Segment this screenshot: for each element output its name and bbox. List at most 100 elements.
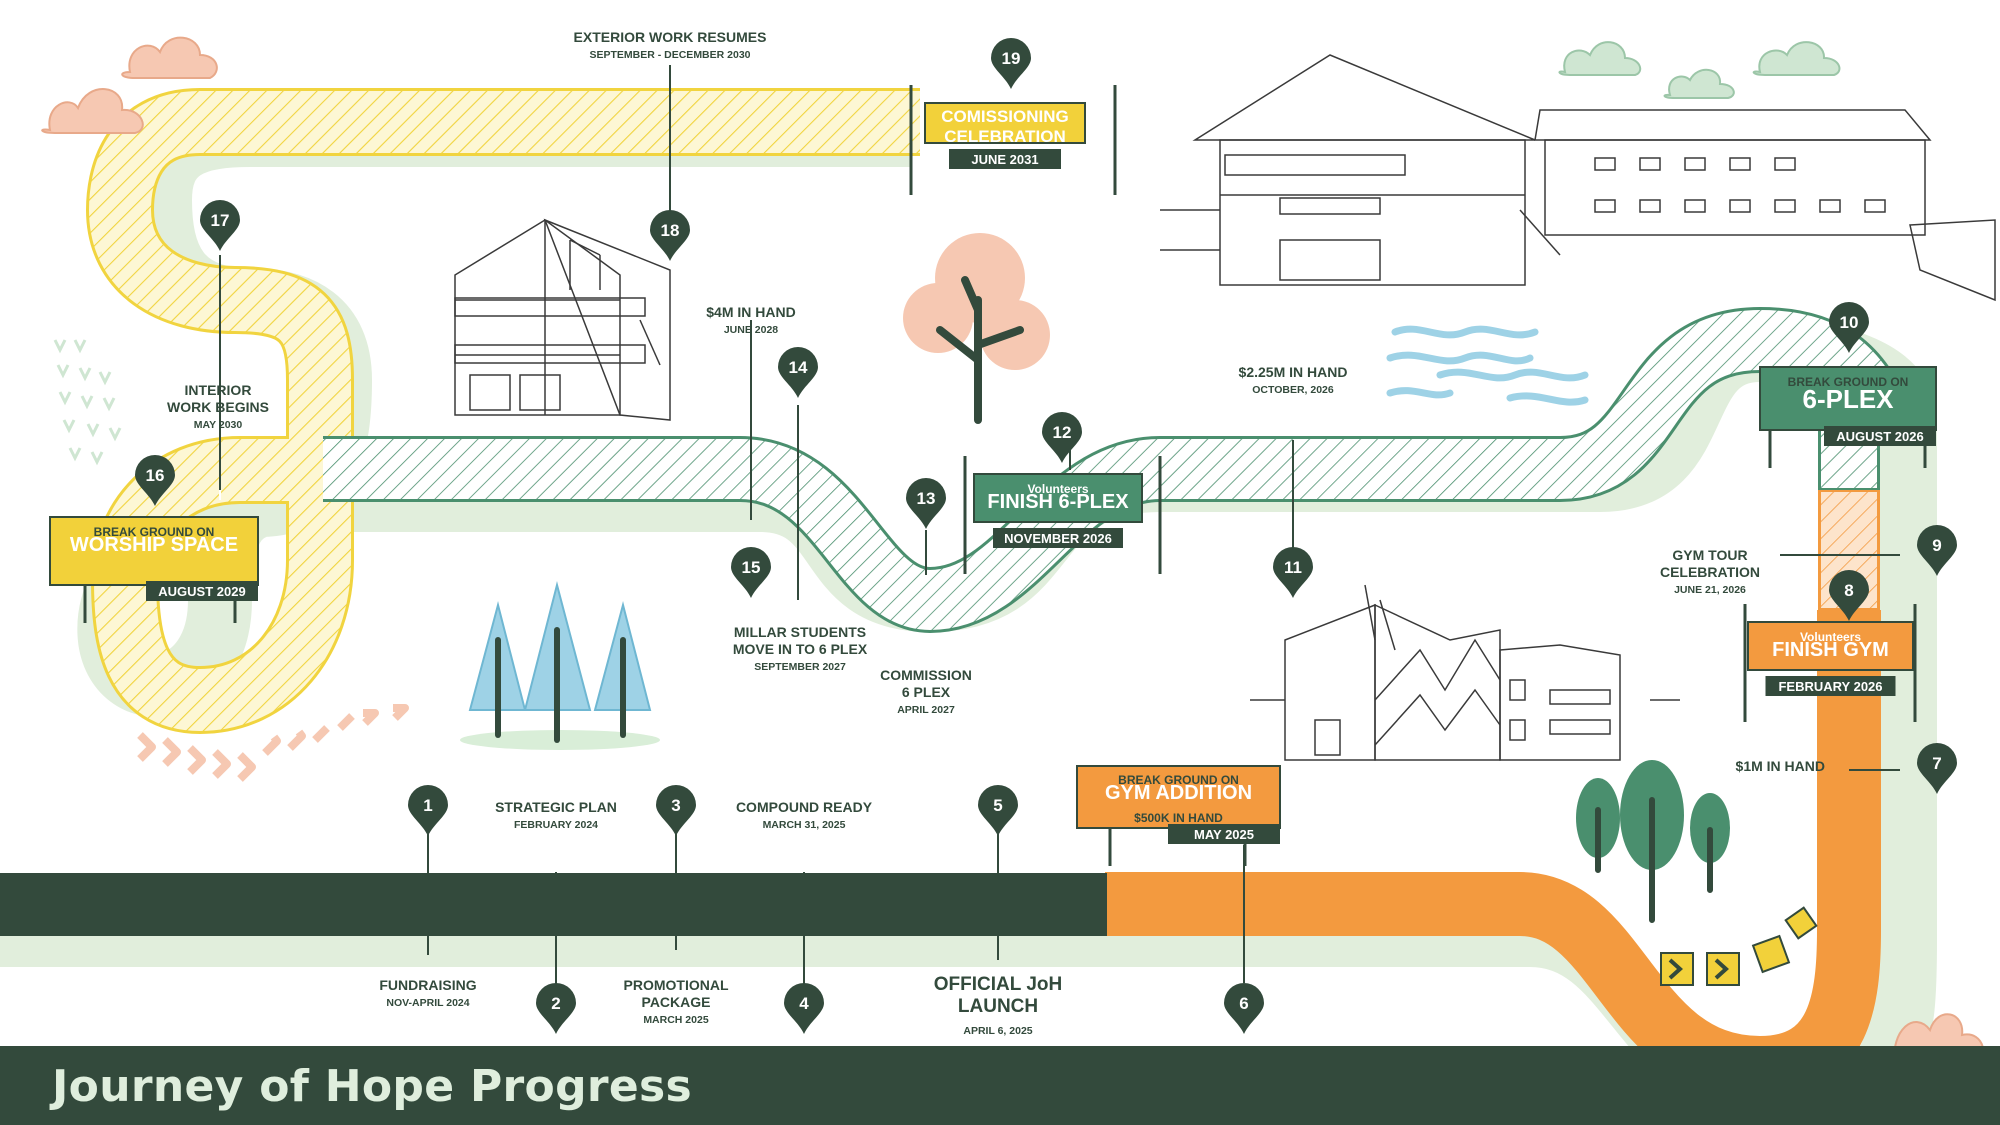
pin-number: 11 bbox=[1284, 558, 1302, 577]
milestone-date: JUNE 21, 2026 bbox=[1674, 584, 1746, 596]
pin-number: 16 bbox=[146, 466, 165, 485]
pin-icon bbox=[1917, 743, 1957, 794]
map-pin-4[interactable]: 4 bbox=[784, 983, 824, 1034]
pin-icon bbox=[1042, 412, 1082, 463]
milestone-title: $1M IN HAND bbox=[1736, 758, 1825, 774]
milestone-title: MILLAR STUDENTS bbox=[734, 624, 866, 640]
milestone-title: PROMOTIONAL bbox=[624, 977, 729, 993]
pin-number: 3 bbox=[671, 796, 680, 815]
pin-icon bbox=[200, 200, 240, 251]
milestone-date: FEBRUARY 2024 bbox=[514, 819, 598, 831]
map-pin-7[interactable]: 7 bbox=[1917, 743, 1957, 794]
pin-icon bbox=[978, 785, 1018, 836]
milestone-label: $1M IN HAND bbox=[1736, 758, 1825, 774]
sign-text: BREAK GROUND ON bbox=[1118, 773, 1239, 787]
pin-number: 19 bbox=[1002, 49, 1021, 68]
sign-text: FINISH 6-PLEX bbox=[987, 491, 1129, 513]
pin-number: 14 bbox=[789, 358, 808, 377]
map-pin-16[interactable]: 16 bbox=[135, 455, 175, 506]
milestone-date: MARCH 31, 2025 bbox=[763, 819, 846, 831]
pin-icon bbox=[536, 983, 576, 1034]
milestone-title: COMPOUND READY bbox=[736, 799, 873, 815]
map-pin-10[interactable]: 10 bbox=[1829, 302, 1869, 353]
sign-text: CELEBRATION bbox=[944, 127, 1066, 146]
map-pin-3[interactable]: 3 bbox=[656, 785, 696, 836]
sign-date: NOVEMBER 2026 bbox=[1004, 531, 1112, 546]
milestone-label: $4M IN HAND JUNE 2028 bbox=[706, 304, 795, 336]
pin-icon bbox=[1917, 525, 1957, 576]
milestone-title: OFFICIAL JoH bbox=[934, 974, 1062, 995]
map-pin-5[interactable]: 5 bbox=[978, 785, 1018, 836]
pin-number: 12 bbox=[1053, 423, 1072, 442]
cloud-icon bbox=[1558, 41, 1841, 99]
milestone-title: $4M IN HAND bbox=[706, 304, 795, 320]
map-pin-15[interactable]: 15 bbox=[731, 547, 771, 598]
building-sketch-6plex bbox=[454, 218, 671, 421]
map-pin-17[interactable]: 17 bbox=[200, 200, 240, 251]
milestone-date: MAY 2030 bbox=[194, 419, 243, 431]
milestone-label: STRATEGIC PLAN FEBRUARY 2024 bbox=[495, 799, 617, 831]
sign-text: COMISSIONING bbox=[941, 107, 1069, 126]
sign-text: Volunteers bbox=[1027, 482, 1088, 496]
pin-icon bbox=[656, 785, 696, 836]
pin-number: 9 bbox=[1932, 536, 1941, 555]
sign-text: FINISH GYM bbox=[1772, 639, 1889, 661]
sign-date-tag bbox=[1824, 426, 1936, 446]
map-pin-9[interactable]: 9 bbox=[1917, 525, 1957, 576]
pin-icon bbox=[778, 347, 818, 398]
milestone-title: 6 PLEX bbox=[902, 684, 951, 700]
building-sketch-gym bbox=[1250, 584, 1680, 761]
map-pin-19[interactable]: 19 bbox=[991, 38, 1031, 89]
map-pin-12[interactable]: 12 bbox=[1042, 412, 1082, 463]
pin-number: 2 bbox=[551, 994, 560, 1013]
sign-text: $500K IN HAND bbox=[1134, 811, 1223, 825]
map-pin-13[interactable]: 13 bbox=[906, 478, 946, 529]
sign-board bbox=[1759, 366, 1937, 431]
pin-icon bbox=[1273, 547, 1313, 598]
pin-number: 13 bbox=[917, 489, 936, 508]
milestone-title: WORK BEGINS bbox=[167, 399, 269, 415]
sign-board bbox=[973, 473, 1143, 523]
milestone-date: APRIL 2027 bbox=[897, 704, 955, 716]
milestone-date: NOV-APRIL 2024 bbox=[386, 997, 469, 1009]
pin-icon bbox=[731, 547, 771, 598]
milestone-date: MARCH 2025 bbox=[643, 1014, 709, 1026]
pin-number: 7 bbox=[1932, 754, 1941, 773]
pin-number: 6 bbox=[1239, 994, 1248, 1013]
chevron-arrows bbox=[137, 704, 409, 782]
sign-board bbox=[924, 102, 1086, 144]
sign-date: JUNE 2031 bbox=[971, 152, 1038, 167]
pin-icon bbox=[1829, 302, 1869, 353]
map-pin-11[interactable]: 11 bbox=[1273, 547, 1313, 598]
milestone-date: JUNE 2028 bbox=[724, 324, 778, 336]
milestone-title: STRATEGIC PLAN bbox=[495, 799, 617, 815]
map-pin-1[interactable]: 1 bbox=[408, 785, 448, 836]
milestone-date: APRIL 6, 2025 bbox=[963, 1025, 1032, 1037]
milestone-title: $2.25M IN HAND bbox=[1239, 364, 1348, 380]
sign-date-tag bbox=[1168, 824, 1280, 844]
map-pin-8[interactable]: 8 bbox=[1829, 570, 1869, 621]
map-pin-6[interactable]: 6 bbox=[1224, 983, 1264, 1034]
curve-warning-signs bbox=[1660, 906, 1818, 986]
pin-icon bbox=[408, 785, 448, 836]
cloud-icon bbox=[41, 36, 218, 134]
pin-number: 5 bbox=[993, 796, 1002, 815]
pin-number: 10 bbox=[1840, 313, 1859, 332]
map-pin-2[interactable]: 2 bbox=[536, 983, 576, 1034]
grass-marks bbox=[53, 339, 122, 466]
map-pin-18[interactable]: 18 bbox=[650, 210, 690, 261]
page-title: Journey of Hope Progress bbox=[52, 1061, 692, 1112]
map-pin-14[interactable]: 14 bbox=[778, 347, 818, 398]
milestone-title: MOVE IN TO 6 PLEX bbox=[733, 641, 868, 657]
